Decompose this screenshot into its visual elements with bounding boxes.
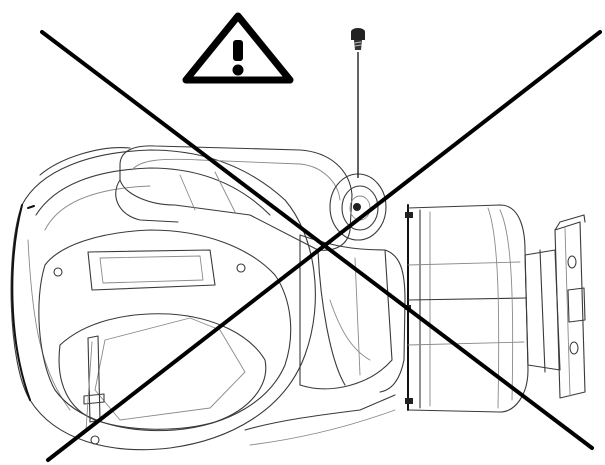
camera-housing [10, 147, 316, 451]
pan-housing [405, 204, 529, 413]
yoke-neck [244, 234, 406, 446]
warning-triangle-icon [182, 12, 294, 84]
ptz-camera-drawing [10, 28, 586, 451]
prohibited-cross-icon [40, 30, 602, 462]
mounting-flange [524, 214, 586, 399]
screw-icon [351, 28, 365, 178]
pivot-hub [329, 173, 387, 241]
tilt-arm [115, 145, 353, 251]
